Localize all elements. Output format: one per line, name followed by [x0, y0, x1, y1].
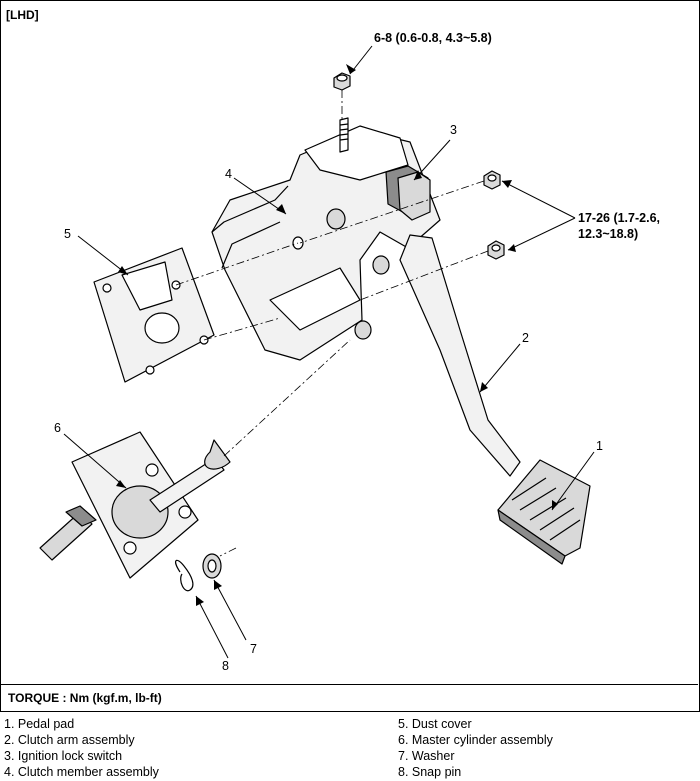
legend-item: 2. Clutch arm assembly: [4, 733, 135, 747]
callout-1: 1: [596, 439, 603, 453]
clutch-arm: [372, 234, 521, 477]
leader-lines: [63, 45, 595, 659]
legend-item: 5. Dust cover: [398, 717, 472, 731]
master-cylinder-assembly: [39, 431, 231, 579]
callout-5: 5: [64, 227, 71, 241]
top-nut: [333, 72, 351, 91]
right-nuts: [483, 170, 505, 260]
clutch-pedal-diagram: 1 2 3 4 5 6 7 8 6-8 (0.6-0.8, 4.3~5.8) 1…: [39, 31, 660, 673]
callout-4: 4: [225, 167, 232, 181]
leader-arrowheads: [116, 64, 558, 606]
callout-6: 6: [54, 421, 61, 435]
snap-pin: [175, 559, 194, 592]
torque-spec-right-nuts-line2: 12.3~18.8): [578, 227, 638, 241]
dust-cover: [93, 247, 215, 383]
callout-2: 2: [522, 331, 529, 345]
legend-left: 1. Pedal pad 2. Clutch arm assembly 3. I…: [4, 716, 159, 780]
lhd-label: [LHD]: [6, 8, 39, 22]
torque-units-label: TORQUE : Nm (kgf.m, lb-ft): [8, 691, 162, 705]
stud-bolt: [339, 117, 349, 153]
callout-8: 8: [222, 659, 229, 673]
clutch-member-bracket: [211, 125, 441, 361]
legend-item: 6. Master cylinder assembly: [398, 733, 553, 747]
torque-spec-right-nuts-line1: 17-26 (1.7-2.6,: [578, 211, 660, 225]
legend-item: 1. Pedal pad: [4, 717, 75, 731]
legend-item: 3. Ignition lock switch: [4, 749, 123, 763]
torque-spec-top-nut: 6-8 (0.6-0.8, 4.3~5.8): [374, 31, 492, 45]
legend-right: 5. Dust cover 6. Master cylinder assembl…: [398, 716, 553, 780]
legend-item: 8. Snap pin: [398, 765, 462, 779]
legend-item: 4. Clutch member assembly: [4, 765, 159, 779]
legend-item: 7. Washer: [398, 749, 455, 763]
callout-3: 3: [450, 123, 457, 137]
callout-7: 7: [250, 642, 257, 656]
alignment-lines: [175, 90, 489, 557]
washer: [202, 553, 222, 579]
pedal-pad: [497, 459, 591, 565]
torque-row: TORQUE : Nm (kgf.m, lb-ft): [0, 684, 698, 711]
